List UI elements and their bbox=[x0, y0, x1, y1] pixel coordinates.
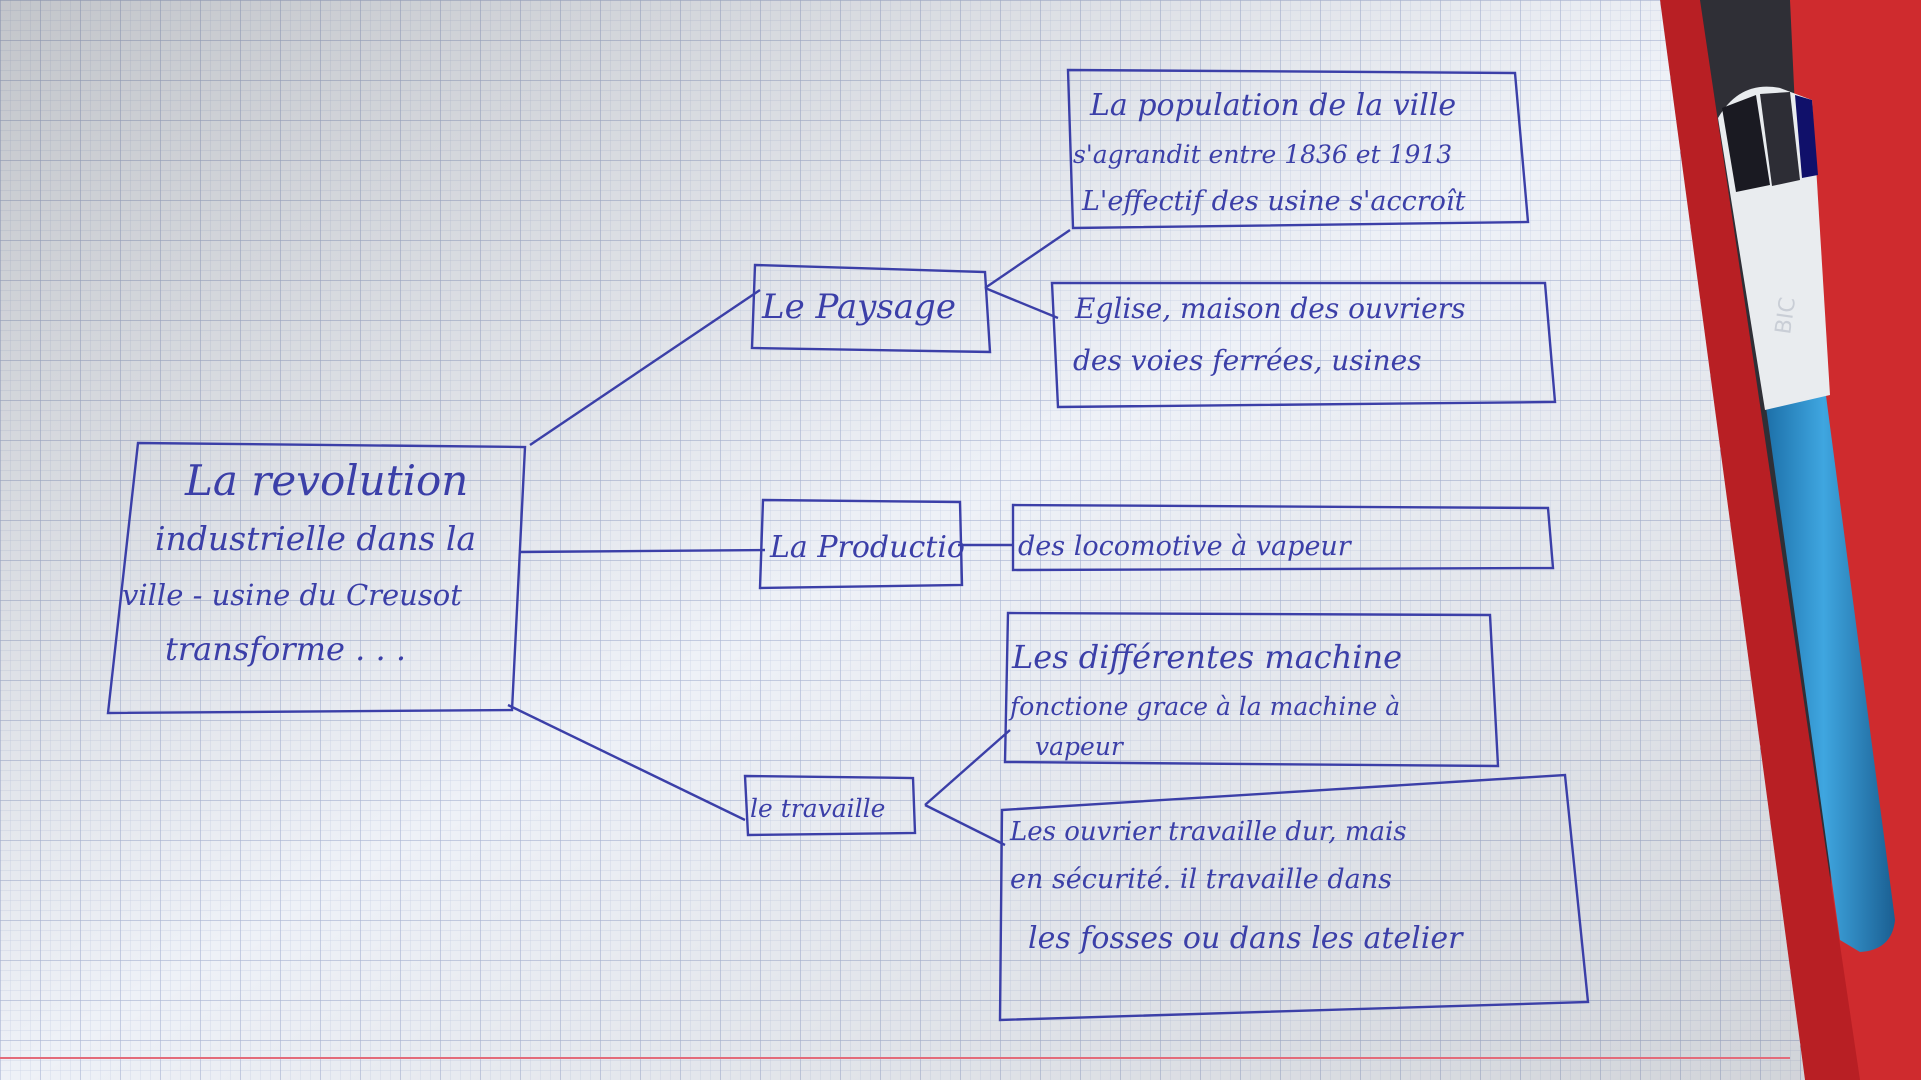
box-ouvriers bbox=[998, 773, 1590, 1022]
central-line-2: industrielle dans la bbox=[155, 519, 476, 558]
connector-central-production bbox=[519, 548, 766, 554]
box-population bbox=[1066, 68, 1530, 230]
connector-central-paysage bbox=[529, 289, 761, 446]
connector-travaille-ouvriers bbox=[924, 803, 1006, 847]
box-production bbox=[758, 498, 964, 590]
locomotive-line-1: des locomotive à vapeur bbox=[1018, 531, 1353, 562]
ouvriers-line-1: Les ouvrier travaille dur, mais bbox=[1009, 817, 1407, 847]
machines-line-1: Les différentes machine bbox=[1011, 638, 1402, 676]
population-line-2: s'agrandit entre 1836 et 1913 bbox=[1073, 140, 1452, 169]
ouvriers-line-2: en sécurité. il travaille dans bbox=[1010, 864, 1392, 895]
branch-travaille: le travaille Les différentes machine fon… bbox=[750, 638, 1464, 956]
pen: BIC bbox=[1718, 86, 1895, 952]
branch-label-paysage: Le Paysage bbox=[761, 287, 956, 327]
connector-travaille-machines bbox=[924, 729, 1011, 806]
box-paysage bbox=[750, 263, 992, 354]
central-line-4: transforme . . . bbox=[165, 630, 406, 668]
population-line-3: L'effectif des usine s'accroît bbox=[1081, 186, 1466, 217]
box-locomotive bbox=[1011, 503, 1555, 572]
pen-barrel bbox=[1765, 388, 1895, 952]
eglise-line-1: Eglise, maison des ouvriers bbox=[1074, 292, 1466, 325]
branch-paysage: Le Paysage La population de la ville s'a… bbox=[761, 88, 1466, 377]
box-eglise bbox=[1050, 281, 1557, 409]
branch-label-production: La Productio bbox=[769, 530, 965, 565]
population-line-1: La population de la ville bbox=[1089, 88, 1456, 123]
branch-production: La Productio des locomotive à vapeur bbox=[769, 530, 1353, 565]
machines-line-3: vapeur bbox=[1035, 732, 1125, 761]
connectors bbox=[507, 229, 1071, 847]
machines-line-2: fonctione grace à la machine à bbox=[1008, 692, 1400, 721]
central-node: La revolution industrielle dans la ville… bbox=[122, 456, 476, 668]
boxes bbox=[106, 68, 1590, 1022]
central-box bbox=[106, 441, 527, 715]
box-travaille bbox=[743, 774, 917, 837]
central-line-1: La revolution bbox=[184, 456, 468, 505]
connector-central-travaille bbox=[507, 703, 746, 822]
pen-brand-mark: BIC bbox=[1771, 296, 1801, 336]
branch-label-travaille: le travaille bbox=[750, 794, 885, 823]
box-machines bbox=[1003, 611, 1500, 768]
eglise-line-2: des voies ferrées, usines bbox=[1073, 344, 1422, 377]
connector-paysage-eglise bbox=[984, 286, 1059, 320]
connector-paysage-population bbox=[984, 229, 1071, 289]
central-line-3: ville - usine du Creusot bbox=[122, 578, 462, 612]
ouvriers-line-3: les fosses ou dans les atelier bbox=[1028, 921, 1464, 956]
